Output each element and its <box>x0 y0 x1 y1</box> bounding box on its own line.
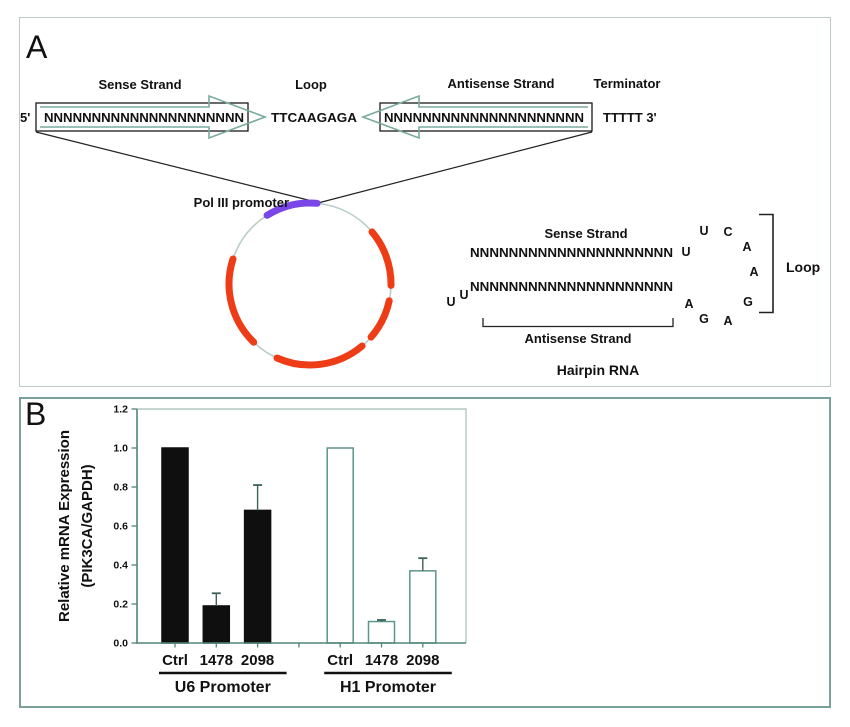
loop-letter: U <box>681 245 690 259</box>
plasmid-insert-arc-2 <box>367 297 393 341</box>
x-category-label: Ctrl <box>162 652 188 669</box>
chart-x-labels: Ctrl 1478 2098 Ctrl 1478 2098 <box>162 652 439 669</box>
loop-letter: A <box>749 265 758 279</box>
antisense-bracket <box>482 318 674 328</box>
antisense-sequence: NNNNNNNNNNNNNNNNNNNNN <box>384 110 584 125</box>
hairpin-sense-label: Sense Strand <box>544 226 627 241</box>
y-axis-label-line2: (PIK3CA/GAPDH) <box>79 464 96 587</box>
panel-b-label: B <box>25 396 46 432</box>
y-tick-label: 1.0 <box>113 443 128 455</box>
x-category-label: Ctrl <box>327 652 353 669</box>
bar <box>367 620 396 644</box>
y-tick-label: 1.2 <box>113 404 128 416</box>
hairpin-loop-label: Loop <box>786 259 820 275</box>
pol-iii-promoter-label: Pol III promoter <box>194 195 289 210</box>
chart-group-labels: U6 Promoter H1 Promoter <box>159 671 452 696</box>
insert-line-left <box>35 131 317 203</box>
antisense-box <box>379 102 593 132</box>
plasmid-insert-arc-3 <box>273 342 366 369</box>
loop-letter: G <box>699 312 709 326</box>
terminator-label: Terminator <box>594 76 661 91</box>
bar <box>243 509 272 644</box>
overhang-letter: U <box>446 295 455 309</box>
terminator-sequence: TTTTT 3' <box>603 110 657 125</box>
overhang-letter: U <box>459 288 468 302</box>
x-category-label: 1478 <box>365 652 398 669</box>
loop-sequence: TTCAAGAGA <box>271 110 358 125</box>
plasmid-insert-arc-4 <box>225 255 258 346</box>
y-tick-label: 0.6 <box>113 521 128 533</box>
group-label: U6 Promoter <box>175 679 271 696</box>
sense-strand-label: Sense Strand <box>98 77 181 92</box>
chart-y-ticks: 0.0 0.2 0.4 0.6 0.8 1.0 1.2 <box>113 404 137 650</box>
plasmid-insert-arc-1 <box>368 228 395 289</box>
sense-sequence: NNNNNNNNNNNNNNNNNNNNN <box>44 110 244 125</box>
plot-frame <box>137 408 467 643</box>
chart-x-ticks <box>174 643 424 648</box>
antisense-arrow-icon <box>360 94 588 140</box>
y-tick-label: 0.4 <box>113 560 128 572</box>
antisense-strand-label: Antisense Strand <box>448 76 555 91</box>
chart-bars <box>161 447 437 644</box>
x-category-label: 2098 <box>241 652 274 669</box>
plasmid-promoter-arc <box>263 199 321 219</box>
panel-a-box <box>19 17 831 387</box>
y-tick-label: 0.8 <box>113 482 128 494</box>
chart-error-bars <box>211 484 428 622</box>
x-category-label: 2098 <box>406 652 439 669</box>
bar <box>202 605 231 644</box>
bar <box>326 447 354 644</box>
hairpin-top-sequence: NNNNNNNNNNNNNNNNNNNNN <box>470 245 673 260</box>
hairpin-antisense-label: Antisense Strand <box>525 331 632 346</box>
panel-a-label: A <box>26 29 48 65</box>
loop-letter: G <box>743 295 753 309</box>
sense-box <box>35 102 249 132</box>
loop-letter: A <box>723 314 732 328</box>
five-prime-label: 5' <box>20 110 30 125</box>
sense-arrow-icon <box>40 94 268 140</box>
x-category-label: 1478 <box>200 652 233 669</box>
loop-label: Loop <box>295 77 327 92</box>
hairpin-bottom-sequence: NNNNNNNNNNNNNNNNNNNNN <box>470 279 673 294</box>
y-tick-label: 0.0 <box>113 638 128 650</box>
loop-letter: C <box>723 225 732 239</box>
insert-line-right <box>317 131 593 204</box>
y-tick-label: 0.2 <box>113 599 128 611</box>
loop-letter: U <box>699 224 708 238</box>
group-label: H1 Promoter <box>340 679 436 696</box>
hairpin-title: Hairpin RNA <box>557 362 639 378</box>
loop-bracket <box>759 213 774 314</box>
loop-letter: A <box>684 297 693 311</box>
panel-b-box <box>19 397 831 708</box>
y-axis-label-line1: Relative mRNA Expression <box>56 430 73 622</box>
bar <box>409 570 437 644</box>
loop-letter: A <box>742 240 751 254</box>
bar <box>161 447 189 644</box>
